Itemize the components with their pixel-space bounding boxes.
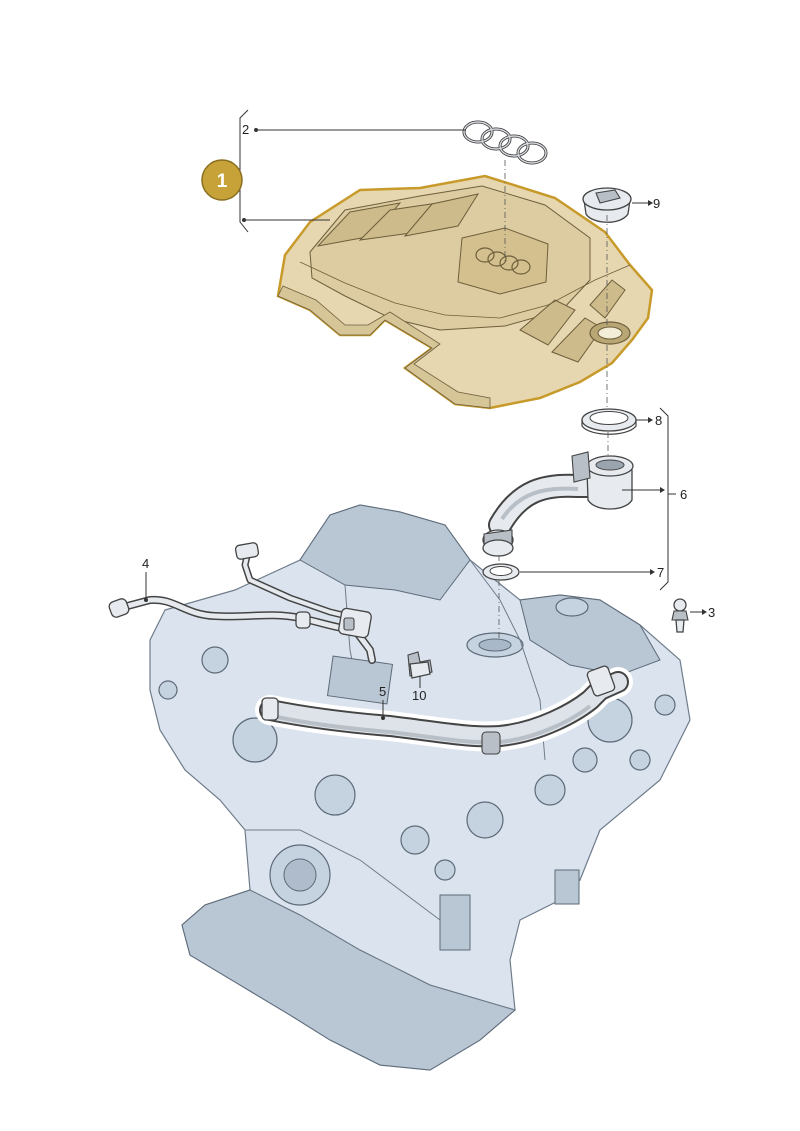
callout-7: 7	[657, 565, 664, 580]
assembly-axis-lines	[498, 160, 609, 640]
coolant-pipe	[255, 665, 633, 755]
callout-9: 9	[653, 196, 660, 211]
ball-stud	[671, 598, 689, 633]
callout-5: 5	[379, 684, 386, 699]
badge-circle	[201, 159, 243, 201]
callout-4: 4	[142, 556, 149, 571]
callout-labels: 2 9 8 6 7 3 4 5 10	[142, 122, 715, 703]
callout-2: 2	[242, 122, 249, 137]
cover-logo-rings	[475, 247, 531, 275]
engine-block	[149, 504, 691, 1071]
emblem-rings-part	[462, 120, 548, 165]
engine-cover	[276, 174, 654, 410]
callout-8: 8	[655, 413, 662, 428]
callout-10: 10	[412, 688, 426, 703]
callout-6: 6	[680, 487, 687, 502]
callout-3: 3	[708, 605, 715, 620]
breather-pipe	[108, 542, 376, 664]
hose-clip	[407, 651, 433, 679]
oil-filler-neck	[482, 451, 634, 557]
badge-label: 1	[217, 171, 228, 192]
seal-ring-lower	[482, 563, 520, 581]
seal-ring-upper	[581, 408, 637, 435]
leader-lines	[144, 109, 707, 720]
part-number-badge: 1	[201, 159, 243, 201]
oil-filler-cap	[582, 187, 632, 223]
